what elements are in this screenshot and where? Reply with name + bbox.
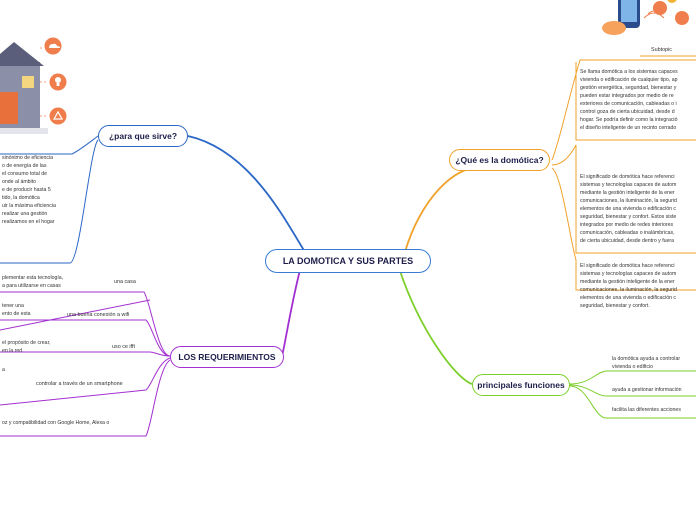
text-line: plementar esta tecnología, bbox=[2, 274, 63, 282]
func-item-3[interactable]: facilita las diferentes acciones bbox=[612, 406, 681, 414]
cloud-icon bbox=[45, 38, 62, 55]
text-line: oz y compatibilidad con Google Home, Ale… bbox=[2, 419, 109, 427]
text-line: el consumo total de bbox=[2, 170, 56, 178]
text-line: el propósito de crear, bbox=[2, 339, 50, 347]
text-line: a bbox=[2, 366, 5, 374]
text-line: elementos de una vivienda o edificación … bbox=[580, 205, 677, 213]
text-line: seguridad, bienestar y confort. bbox=[580, 302, 677, 310]
central-topic[interactable]: LA DOMOTICA Y SUS PARTES bbox=[265, 249, 431, 273]
subtopic-label[interactable]: Subtopic bbox=[651, 47, 672, 53]
req-text-5: oz y compatibilidad con Google Home, Ale… bbox=[2, 419, 109, 427]
text-line: vivienda o edificio bbox=[612, 363, 680, 371]
text-line: elementos de una vivienda o edificación … bbox=[580, 294, 677, 302]
connector-para-que-text bbox=[0, 136, 98, 154]
text-line: mediante la gestión inteligente de la en… bbox=[580, 278, 677, 286]
connector-para-que bbox=[188, 136, 305, 252]
func-item-2[interactable]: ayuda a gestionar información bbox=[612, 386, 682, 394]
topic-que-es-la-domotica[interactable]: ¿Qué es la domótica? bbox=[449, 149, 550, 171]
que-es-block-1: Se llama domótica a los sistemas capaces… bbox=[580, 68, 678, 132]
text-line: El significado de domótica hace referenc… bbox=[580, 262, 677, 270]
req-text-3: el propósito de crear, en la red bbox=[2, 339, 50, 355]
text-line: hogar. Se podría definir como la integra… bbox=[580, 116, 678, 124]
text-line: El significado de domótica hace referenc… bbox=[580, 173, 677, 181]
req-text-2: tener una ento de esta bbox=[2, 302, 31, 318]
text-line: realizamos en el hogar bbox=[2, 218, 56, 226]
text-line: sistemas y tecnologías capaces de autom bbox=[580, 270, 677, 278]
connector-funciones bbox=[400, 271, 472, 384]
connector-func-1 bbox=[570, 371, 696, 384]
connector-requerimientos bbox=[282, 270, 300, 356]
text-line: comunicaciones, la iluminación, la segur… bbox=[580, 197, 677, 205]
que-es-block-2: El significado de domótica hace referenc… bbox=[580, 173, 677, 245]
text-line: tido, la domótica bbox=[2, 194, 56, 202]
para-que-text: sinónimo de eficiencia o de energía de l… bbox=[2, 154, 56, 226]
que-es-block-3: El significado de domótica hace referenc… bbox=[580, 262, 677, 310]
text-line: seguridad, bienestar y confort. Estos si… bbox=[580, 213, 677, 221]
text-line: ento de esta bbox=[2, 310, 31, 318]
topic-principales-funciones[interactable]: principales funciones bbox=[472, 374, 570, 396]
req-text-1: plementar esta tecnología, a para utiliz… bbox=[2, 274, 63, 290]
text-line: tener una bbox=[2, 302, 31, 310]
lightbulb-icon bbox=[50, 74, 67, 91]
req-label-wifi[interactable]: una buena conexión a wifi bbox=[67, 312, 129, 318]
text-line: onde al ámbito bbox=[2, 178, 56, 186]
text-line: gestión energética, seguridad, bienestar… bbox=[580, 84, 678, 92]
text-line: comunicación, cableadas o inalámbricas, bbox=[580, 229, 677, 237]
text-line: control goza de cierta ubicuidad, desde … bbox=[580, 108, 678, 116]
text-line: en la red bbox=[2, 347, 50, 355]
text-line: pueden estar integrados por medio de re bbox=[580, 92, 678, 100]
text-line: a para utilizarse en casas bbox=[2, 282, 63, 290]
connector-que-es bbox=[405, 168, 480, 252]
text-line: e de producir hasta 5 bbox=[2, 186, 56, 194]
text-line: realizar una gestión bbox=[2, 210, 56, 218]
text-line: de cierta ubicuidad, desde dentro y fuer… bbox=[580, 237, 677, 245]
house-dashes bbox=[40, 48, 48, 116]
text-line: comunicaciones, la iluminación, la segur… bbox=[580, 286, 677, 294]
req-label-una-casa[interactable]: una casa bbox=[114, 279, 136, 285]
topic-para-que-sirve[interactable]: ¿para que sirve? bbox=[98, 125, 188, 147]
text-line: mediante la gestión inteligente de la en… bbox=[580, 189, 677, 197]
text-line: o de energía de las bbox=[2, 162, 56, 170]
smartphone-illustration bbox=[600, 0, 696, 40]
text-line: el diseño inteligente de un recinto cerr… bbox=[580, 124, 678, 132]
req-text-4: a bbox=[2, 366, 5, 374]
text-line: integrados por medio de redes interiores bbox=[580, 221, 677, 229]
text-line: sistemas y tecnologías capaces de autom bbox=[580, 181, 677, 189]
house-illustration bbox=[0, 42, 48, 134]
req-label-ifft[interactable]: uso ce ifft bbox=[112, 344, 135, 350]
text-line: vivienda o edificación de cualquier tipo… bbox=[580, 76, 678, 84]
text-line: exteriores de comunicación, cableadas o … bbox=[580, 100, 678, 108]
recycle-icon bbox=[50, 108, 67, 125]
func-item-1[interactable]: la domótica ayuda a controlar vivienda o… bbox=[612, 355, 680, 371]
text-line: sinónimo de eficiencia bbox=[2, 154, 56, 162]
text-line: facilita las diferentes acciones bbox=[612, 406, 681, 414]
text-line: la domótica ayuda a controlar bbox=[612, 355, 680, 363]
text-line: uir la máxima eficiencia bbox=[2, 202, 56, 210]
topic-los-requerimientos[interactable]: LOS REQUERIMIENTOS bbox=[170, 346, 284, 368]
text-line: Se llama domótica a los sistemas capaces bbox=[580, 68, 678, 76]
text-line: ayuda a gestionar información bbox=[612, 386, 682, 394]
req-label-smartphone[interactable]: controlar a través de un smartphone bbox=[36, 381, 123, 387]
